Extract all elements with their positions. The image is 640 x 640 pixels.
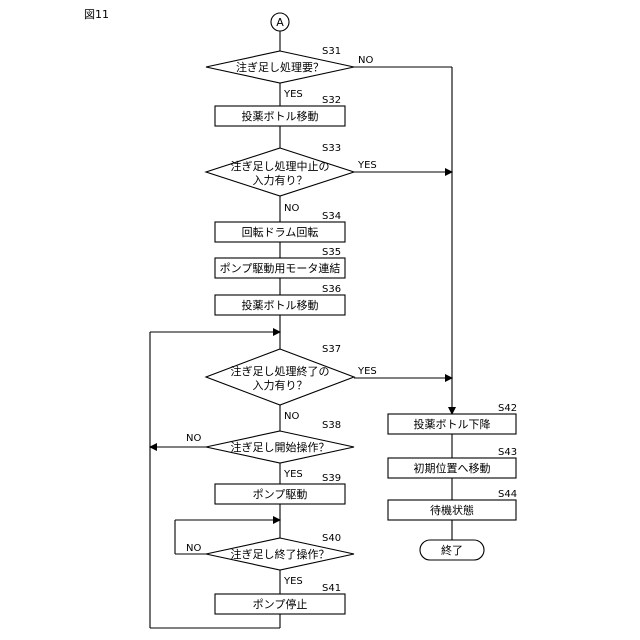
s33-yes-label: YES — [357, 160, 377, 171]
process-s36-text: 投薬ボトル移動 — [242, 298, 319, 312]
step-id-s44: S44 — [498, 489, 517, 500]
s40-no-label: NO — [186, 543, 201, 554]
s37-yes-label: YES — [357, 366, 377, 377]
decision-s33-line1: 注ぎ足し処理中止の — [231, 159, 330, 173]
step-id-s33: S33 — [322, 143, 341, 154]
s37-no-label: NO — [284, 411, 299, 422]
process-s43-text: 初期位置へ移動 — [414, 461, 491, 475]
process-s42-text: 投薬ボトル下降 — [414, 417, 491, 431]
step-id-s43: S43 — [498, 447, 517, 458]
decision-s31-text: 注ぎ足し処理要？ — [236, 60, 324, 74]
process-s32-text: 投薬ボトル移動 — [242, 109, 319, 123]
step-id-s35: S35 — [322, 247, 341, 258]
s38-yes-label: YES — [283, 469, 303, 480]
step-id-s39: S39 — [322, 473, 341, 484]
step-id-s31: S31 — [322, 46, 341, 57]
s33-no-label: NO — [284, 203, 299, 214]
connector-label: A — [276, 16, 284, 29]
s31-no-label: NO — [358, 55, 373, 66]
process-s35-text: ポンプ駆動用モータ連結 — [220, 261, 341, 275]
figure-label: 図11 — [84, 8, 109, 21]
process-s34-text: 回転ドラム回転 — [242, 226, 319, 239]
step-id-s32: S32 — [322, 95, 341, 106]
decision-s40-text: 注ぎ足し終了操作？ — [231, 547, 330, 561]
step-id-s41: S41 — [322, 583, 341, 594]
decision-s33-line2: 入力有り？ — [253, 173, 308, 187]
step-id-s34: S34 — [322, 211, 341, 222]
s38-no-label: NO — [186, 433, 201, 444]
step-id-s37: S37 — [322, 344, 341, 355]
process-s39-text: ポンプ駆動 — [253, 487, 308, 501]
process-s41-text: ポンプ停止 — [253, 597, 308, 611]
end-terminal-text: 終了 — [441, 543, 463, 557]
step-id-s36: S36 — [322, 284, 341, 295]
process-s44-text: 待機状態 — [430, 503, 474, 517]
s40-yes-label: YES — [283, 576, 303, 587]
decision-s38-text: 注ぎ足し開始操作？ — [231, 440, 330, 454]
decision-s37-line1: 注ぎ足し処理終了の — [231, 364, 330, 378]
step-id-s38: S38 — [322, 420, 341, 431]
s31-yes-label: YES — [283, 89, 303, 100]
decision-s37-line2: 入力有り？ — [253, 378, 308, 392]
step-id-s42: S42 — [498, 403, 517, 414]
step-id-s40: S40 — [322, 533, 341, 544]
